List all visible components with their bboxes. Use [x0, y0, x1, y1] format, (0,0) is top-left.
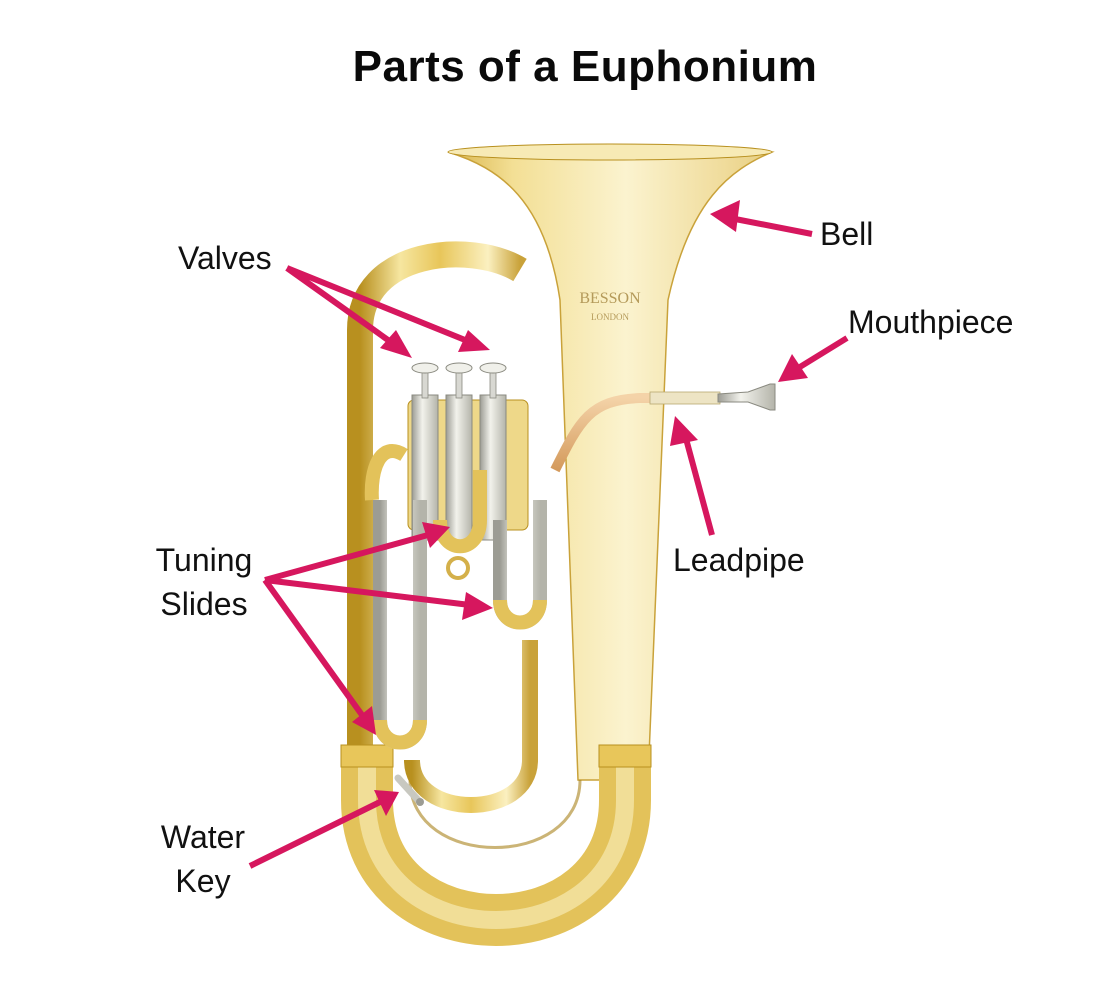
arrow-mouthpiece — [793, 335, 849, 373]
label-leadpipe: Leadpipe — [673, 542, 805, 578]
label-water-key: Water Key — [150, 815, 256, 903]
label-tuning-slides: Tuning Slides — [148, 538, 260, 626]
label-bell: Bell — [820, 216, 874, 252]
label-water-key-line2: Key — [175, 863, 231, 899]
label-tuning-slides-line2: Slides — [160, 586, 248, 622]
upper-loop-tubing — [347, 241, 527, 770]
arrow-tuning-1 — [264, 532, 429, 583]
label-mouthpiece: Mouthpiece — [848, 304, 1014, 340]
bell-engraving-sub: LONDON — [591, 312, 629, 322]
label-water-key-line1: Water — [160, 819, 246, 855]
arrow-valves-1 — [285, 265, 397, 348]
bottom-bow — [340, 744, 652, 946]
bell-shape: BESSON LONDON — [447, 143, 775, 781]
label-valves: Valves — [178, 240, 272, 276]
arrow-tuning-3 — [262, 578, 365, 717]
annotation-arrows — [248, 200, 849, 869]
arrow-leadpipe — [682, 434, 715, 536]
mouthpiece — [717, 383, 776, 411]
arrow-tuning-2 — [264, 577, 471, 608]
valve-block — [407, 362, 529, 541]
valve-buttons — [411, 362, 507, 399]
arrow-bell — [729, 215, 813, 237]
inner-bottom-loop — [404, 640, 538, 813]
leadpipe — [550, 391, 721, 473]
arrow-water-key — [248, 799, 382, 869]
water-key — [394, 774, 424, 806]
tuning-slides — [364, 444, 547, 750]
bell-engraving: BESSON — [579, 290, 641, 307]
arrow-valves-2 — [285, 265, 472, 345]
diagram-title: Parts of a Euphonium — [352, 42, 818, 91]
label-tuning-slides-line1: Tuning — [155, 542, 253, 578]
